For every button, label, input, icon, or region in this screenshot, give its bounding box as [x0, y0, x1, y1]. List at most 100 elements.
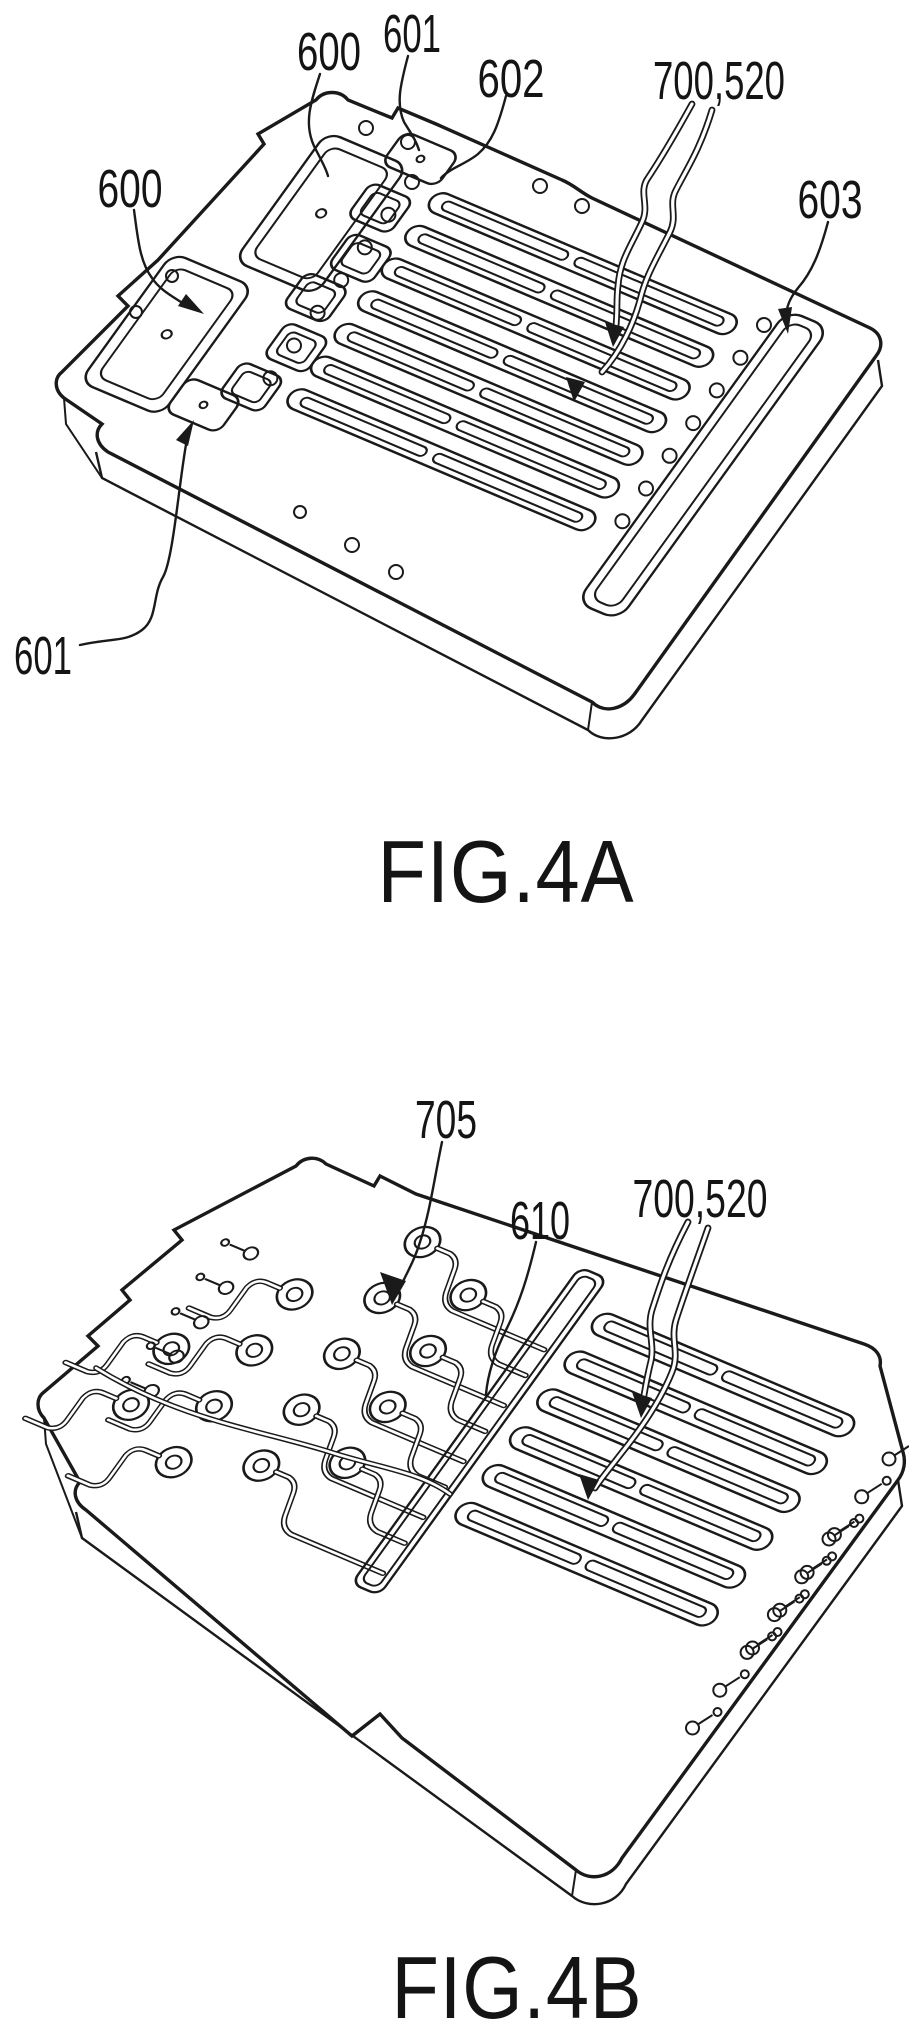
pin-stem: [725, 1676, 741, 1688]
pad-hole: [459, 1287, 478, 1303]
left-pin-head: [192, 1315, 210, 1330]
rim-hole: [388, 564, 404, 580]
arrowhead-601-bottom: [176, 420, 194, 446]
cell-602-inner: [230, 370, 272, 404]
cell-602-inner: [340, 242, 382, 275]
ref-601-bottom: 601: [14, 626, 72, 686]
trace: [187, 1280, 282, 1320]
ref-602: 602: [478, 49, 545, 109]
trace: [313, 1413, 427, 1521]
slot: [286, 388, 597, 532]
leader-603: [784, 220, 830, 328]
pin-head: [712, 1682, 728, 1698]
rim-hole: [756, 317, 772, 333]
leader-705: [396, 1140, 444, 1294]
trace: [66, 1447, 161, 1487]
rim-hole: [574, 198, 590, 214]
slot: [427, 192, 738, 336]
caption-fig-4a: FIG.4A: [378, 822, 635, 921]
slot: [563, 1350, 829, 1476]
pin-head: [739, 1644, 755, 1660]
slot-link: [299, 396, 428, 457]
plate-interior: [22, 1225, 856, 1627]
slot: [481, 1463, 747, 1589]
recess-601-bottom: [167, 378, 240, 432]
left-edge-pins: [120, 1238, 260, 1399]
tray-interior: [84, 132, 825, 617]
rim-hole: [333, 272, 350, 289]
trace: [479, 1298, 529, 1379]
slot-link: [720, 1370, 844, 1429]
slot: [333, 322, 644, 466]
cell-602: [265, 323, 328, 373]
ref-700-520-a: 700,520: [653, 51, 785, 111]
rim-hole: [129, 305, 143, 319]
pin-head: [766, 1607, 782, 1623]
slot-link: [603, 1320, 719, 1376]
rim-hole: [358, 120, 374, 136]
pin-head: [881, 1451, 897, 1467]
slot-link: [526, 322, 678, 393]
leader-601-bottom: [78, 432, 190, 647]
trace: [272, 1469, 387, 1576]
plate-thickness-edge: [74, 1479, 904, 1906]
pad: [275, 1278, 314, 1311]
pin-stem: [834, 1525, 850, 1536]
left-pin-head: [217, 1280, 235, 1295]
slot: [590, 1312, 856, 1438]
slot: [309, 355, 621, 499]
rim-hole: [262, 370, 279, 387]
rim-hole: [309, 304, 326, 321]
pin-stem: [807, 1562, 823, 1574]
leader-700-520-a: [566, 100, 716, 402]
pin-tip: [849, 1518, 859, 1528]
pad-hole: [162, 1341, 181, 1357]
trace: [439, 1354, 489, 1435]
arrowhead-603: [778, 307, 792, 334]
pad-hole: [164, 1454, 183, 1470]
right-face-pins: [685, 1445, 909, 1736]
left-pin-tip: [220, 1238, 231, 1247]
pad-hole: [378, 1399, 397, 1415]
rim-hole: [286, 337, 302, 354]
slot-link: [393, 266, 523, 327]
pad-hole: [245, 1342, 264, 1358]
left-pin-stem: [204, 1278, 222, 1287]
rim-hole: [532, 178, 548, 194]
leadframe-traces: [22, 1245, 548, 1576]
cell-602-inner: [295, 281, 337, 314]
trace: [353, 1357, 467, 1465]
caption-fig-4b: FIG.4B: [392, 1938, 643, 2031]
slot-link: [323, 364, 452, 425]
leader-601-top: [398, 54, 421, 152]
left-pin-stem: [129, 1381, 147, 1390]
leader-600-left: [132, 208, 186, 306]
slot: [508, 1426, 774, 1551]
trace: [23, 1390, 118, 1430]
ref-600-left: 600: [98, 159, 163, 219]
pad-hole: [285, 1286, 304, 1303]
tray-thickness-edge: [94, 359, 884, 740]
pin-tip: [739, 1669, 750, 1680]
pin-tip: [881, 1475, 892, 1486]
pin-tip: [767, 1631, 778, 1642]
slot-link: [573, 256, 725, 327]
left-pin-head: [168, 1349, 185, 1364]
rim-hole: [293, 505, 307, 519]
trace: [393, 1301, 508, 1409]
trace: [274, 1470, 385, 1575]
slot-link: [584, 1559, 708, 1618]
ref-705: 705: [415, 1090, 477, 1150]
slot: [536, 1388, 801, 1514]
left-pin-tip: [170, 1307, 181, 1316]
channel-slots-b: [454, 1312, 856, 1627]
rim-hole: [404, 174, 420, 190]
pad: [282, 1393, 321, 1426]
cell-602-inner: [275, 331, 317, 364]
slot-link: [611, 1521, 735, 1580]
pad: [235, 1334, 274, 1367]
leader-700-520-b: [579, 1218, 712, 1500]
cell-602: [349, 183, 412, 233]
leader-602: [439, 94, 508, 180]
